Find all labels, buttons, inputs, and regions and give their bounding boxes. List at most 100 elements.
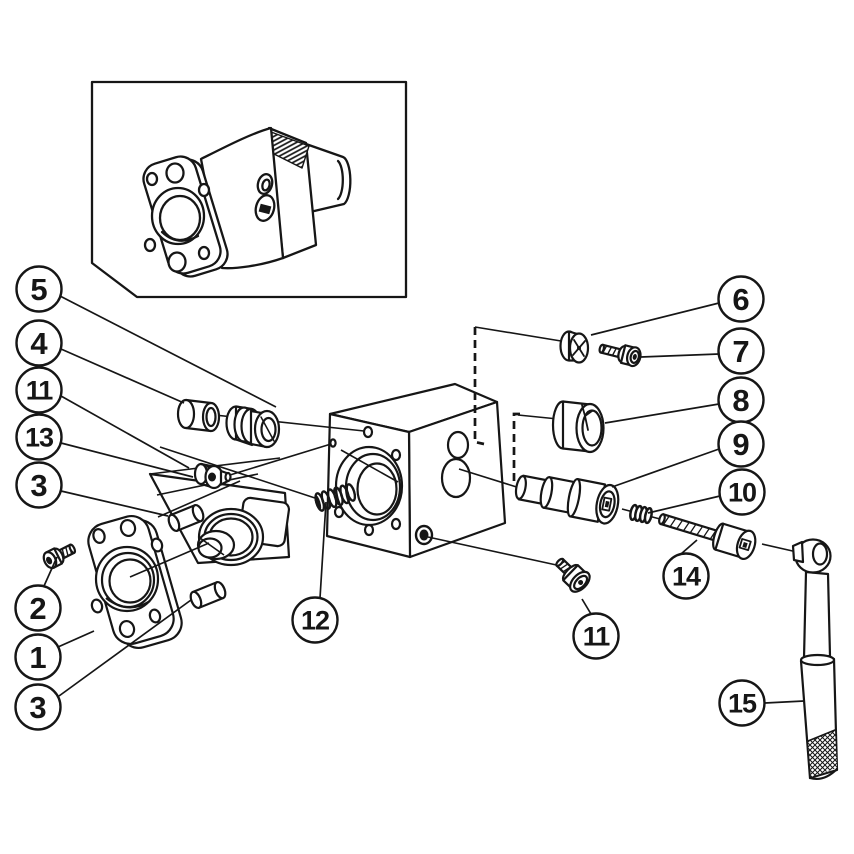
dashed-line-left <box>473 327 485 446</box>
axis-line <box>157 480 241 518</box>
callout-11-left-leader <box>60 395 190 469</box>
callout-3-lower-leader <box>58 599 192 697</box>
part-14-clamp-screw <box>658 513 757 561</box>
block-hole <box>363 523 375 537</box>
dashed-line-right <box>512 412 520 482</box>
callout-14-balloon <box>662 552 710 600</box>
callout-11-bottom: 11 <box>572 598 620 660</box>
callout-11-bottom-balloon <box>572 612 620 660</box>
callout-4-balloon <box>15 319 63 367</box>
wrench-tab <box>791 540 805 564</box>
callout-4: 4 <box>15 319 185 404</box>
callout-2-leader <box>43 556 58 587</box>
axis-line <box>458 468 524 490</box>
callout-7-balloon <box>717 327 765 375</box>
callout-2-balloon <box>14 584 62 632</box>
callout-12-leader <box>319 501 327 599</box>
callout-11-left-label: 11 <box>26 376 54 406</box>
callout-3-upper-balloon <box>15 461 63 509</box>
flange-hole <box>92 528 106 544</box>
callout-9: 9 <box>611 420 765 488</box>
callout-5-leader <box>59 295 277 408</box>
callout-15-balloon <box>718 679 766 727</box>
callout-13-balloon <box>15 413 63 461</box>
axis-line <box>517 414 559 420</box>
callout-9-balloon <box>717 420 765 468</box>
part-9-clamp-cartridge <box>514 474 620 525</box>
callout-6-balloon <box>717 275 765 323</box>
callout-14: 14 <box>662 539 710 600</box>
callout-11-bottom-leader <box>581 598 592 615</box>
part-3-pin-upper <box>167 503 205 533</box>
callout-3-upper-label: 3 <box>30 468 47 503</box>
callout-12: 12 <box>291 501 339 644</box>
axis-line <box>761 543 798 553</box>
construction-lines <box>129 326 798 578</box>
callout-9-label: 9 <box>732 427 749 462</box>
part-8-slotted-sleeve <box>551 400 605 454</box>
callout-15-label: 15 <box>728 689 757 719</box>
callout-15: 15 <box>718 679 805 727</box>
callout-2: 2 <box>14 556 62 632</box>
wrench-neck <box>802 570 832 660</box>
exploded-parts <box>42 330 839 781</box>
callout-15-leader <box>764 700 805 704</box>
assembled-tool-holder <box>142 126 352 278</box>
callout-8-leader <box>604 403 720 424</box>
block-hole <box>390 517 402 531</box>
flange-hole <box>118 619 136 639</box>
callout-3-lower-label: 3 <box>29 690 46 725</box>
flange-hole <box>150 537 164 553</box>
callout-6-leader <box>590 302 720 336</box>
callout-5: 5 <box>15 265 277 408</box>
callout-12-label: 12 <box>301 606 329 636</box>
part-7-screw <box>598 343 642 368</box>
callout-8-label: 8 <box>732 383 749 418</box>
axis-line <box>474 326 562 342</box>
block-keyhole-upper <box>446 430 470 460</box>
part-5-plug <box>225 405 281 449</box>
alignment-dashed-lines <box>473 327 520 482</box>
callout-11-left: 11 <box>15 366 190 469</box>
block-hole <box>362 425 374 439</box>
inset-assembled-view <box>90 80 408 299</box>
part-11-socket-screw <box>555 557 591 593</box>
callout-1-balloon <box>14 633 62 681</box>
flange-hole <box>148 608 162 624</box>
part-15-torque-wrench <box>791 538 839 781</box>
callout-7: 7 <box>640 327 765 375</box>
callout-3-upper-leader <box>60 490 169 517</box>
block-side-hole <box>329 438 337 448</box>
callout-7-leader <box>640 353 720 358</box>
callout-10-balloon <box>718 468 766 516</box>
part-6-slotted-washer <box>559 330 590 364</box>
callout-5-label: 5 <box>30 272 47 307</box>
part-1-clamp-flange <box>87 515 183 649</box>
callout-1-label: 1 <box>29 640 46 675</box>
flange-hole <box>90 598 104 614</box>
callout-10-label: 10 <box>728 478 756 508</box>
callout-14-leader <box>680 539 698 555</box>
callout-10: 10 <box>647 468 766 516</box>
callout-12-balloon <box>291 596 339 644</box>
callout-10-leader <box>647 495 721 514</box>
callout-1: 1 <box>14 630 95 681</box>
callout-11-bottom-label: 11 <box>583 622 611 652</box>
callout-5-balloon <box>15 265 63 313</box>
callout-1-leader <box>57 630 95 648</box>
block-keyhole-lower <box>440 457 472 499</box>
callout-3-upper: 3 <box>15 461 169 517</box>
callout-13: 13 <box>15 413 194 478</box>
callout-13-label: 13 <box>25 423 54 453</box>
part-10-set-screw <box>629 503 653 525</box>
axis-line <box>129 542 210 578</box>
callout-9-leader <box>611 448 720 488</box>
part-2-screw <box>42 543 77 570</box>
bore-chamfer-line <box>340 449 399 483</box>
axis-line <box>229 443 332 476</box>
wrench-knurl <box>808 730 837 777</box>
flange-hole <box>119 518 137 538</box>
block-hole <box>333 505 345 519</box>
